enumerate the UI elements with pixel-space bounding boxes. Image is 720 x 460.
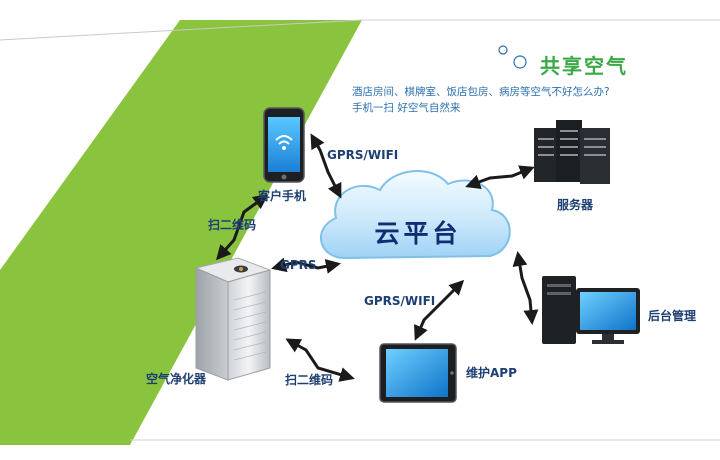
link-label-tablet-cloud: GPRS/WIFI bbox=[364, 294, 436, 308]
backend-label: 后台管理 bbox=[648, 309, 697, 323]
arrow-purifier-cloud bbox=[271, 257, 341, 274]
arrow-phone-cloud bbox=[310, 133, 342, 199]
arrows bbox=[216, 133, 539, 382]
description-line-2: 手机一扫 好空气自然来 bbox=[352, 102, 461, 114]
description-line-1: 酒店房间、棋牌室、饭店包房、病房等空气不好怎么办? bbox=[352, 86, 610, 98]
arrow-cloud-server bbox=[465, 165, 535, 189]
tablet-icon bbox=[379, 343, 457, 403]
phone-icon bbox=[263, 107, 305, 183]
computer-icon bbox=[542, 276, 640, 344]
bottom-strip bbox=[0, 445, 720, 460]
server-icon bbox=[534, 120, 610, 184]
phone-label: 客户手机 bbox=[258, 189, 307, 203]
band-top-edge bbox=[0, 19, 363, 41]
purifier-label: 空气净化器 bbox=[146, 372, 207, 386]
cloud-label: 云平台 bbox=[374, 219, 462, 248]
arrow-tablet-cloud bbox=[414, 279, 465, 341]
air-purifier-icon bbox=[194, 257, 272, 381]
page-title: 共享空气 bbox=[540, 54, 628, 78]
maintenance-app-label: 维护APP bbox=[466, 366, 517, 380]
link-label-phone-cloud: GPRS/WIFI bbox=[327, 148, 399, 162]
server-label: 服务器 bbox=[557, 198, 594, 212]
cloud-shape bbox=[320, 170, 511, 260]
arrow-cloud-backend bbox=[512, 251, 539, 325]
title-deco-circle-small bbox=[498, 45, 508, 55]
title-deco-circle-large bbox=[513, 55, 527, 69]
link-label-purifier-cloud: GPRS bbox=[280, 258, 317, 272]
link-label-purifier-tablet: 扫二维码 bbox=[285, 373, 334, 387]
arrow-phone-purifier bbox=[216, 194, 269, 261]
link-label-phone-purifier: 扫二维码 bbox=[208, 218, 257, 232]
arrow-purifier-tablet bbox=[285, 338, 355, 382]
